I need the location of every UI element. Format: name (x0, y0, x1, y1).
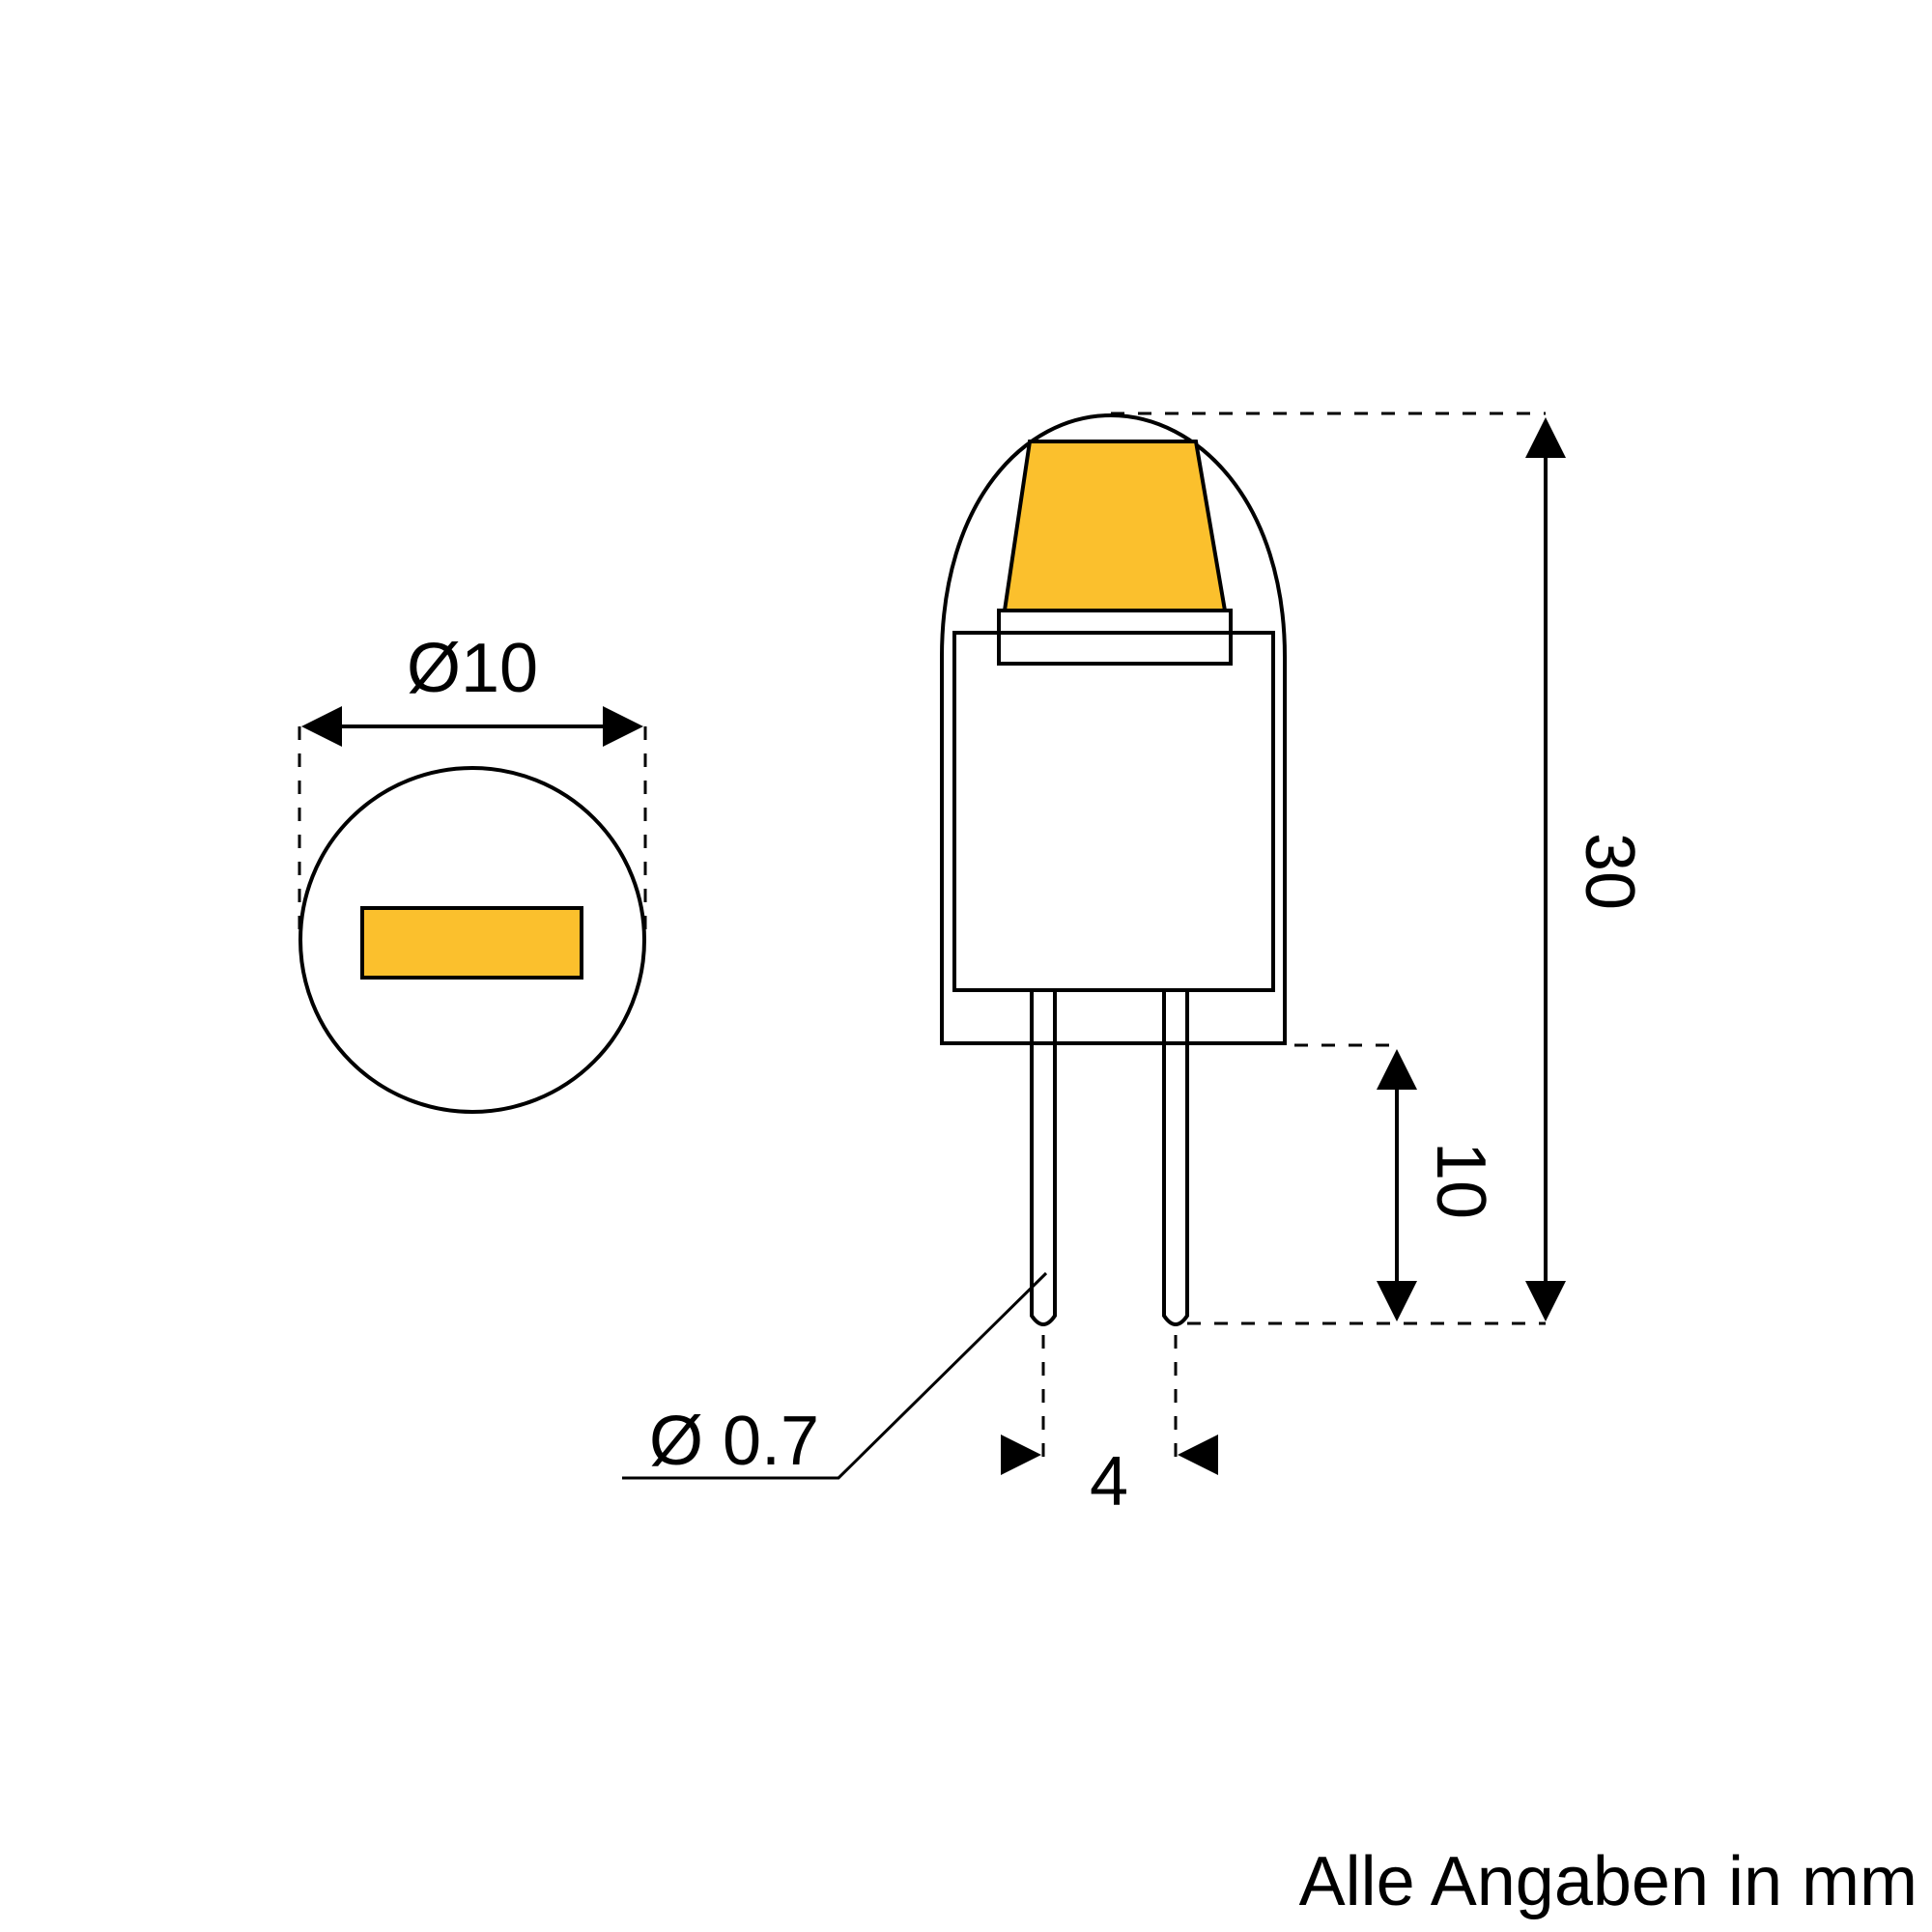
pin-diameter-label: Ø 0.7 (649, 1403, 819, 1480)
led-chip-side (1002, 440, 1228, 612)
diameter-label: Ø10 (407, 630, 538, 707)
pin-left (1030, 990, 1057, 1326)
base-body (952, 631, 1275, 992)
arrow-up-icon (1525, 417, 1566, 458)
arrow-left-icon (1178, 1435, 1218, 1475)
arrow-down-icon (1377, 1281, 1417, 1321)
glass-envelope-outline (940, 412, 1287, 1045)
pin-right (1162, 990, 1189, 1326)
arrow-up-icon (1377, 1049, 1417, 1090)
units-note: Alle Angaben in mm (1299, 1843, 1918, 1920)
arrow-left-icon (301, 706, 342, 747)
top-view: Ø10 (298, 630, 647, 1114)
arrow-down-icon (1525, 1281, 1566, 1321)
arrow-right-icon (1001, 1435, 1041, 1475)
total-height-label: 30 (1571, 833, 1648, 910)
led-chip-top (360, 906, 583, 980)
pin-length-label: 10 (1422, 1142, 1499, 1219)
bulb-top-outline (298, 766, 646, 1114)
led-holder (997, 609, 1233, 666)
pin-diameter-leader (622, 1271, 1048, 1480)
pin-spacing-label: 4 (1090, 1443, 1128, 1520)
side-view: 30 10 4 Ø 0.7 (622, 412, 1648, 1520)
arrow-right-icon (603, 706, 643, 747)
